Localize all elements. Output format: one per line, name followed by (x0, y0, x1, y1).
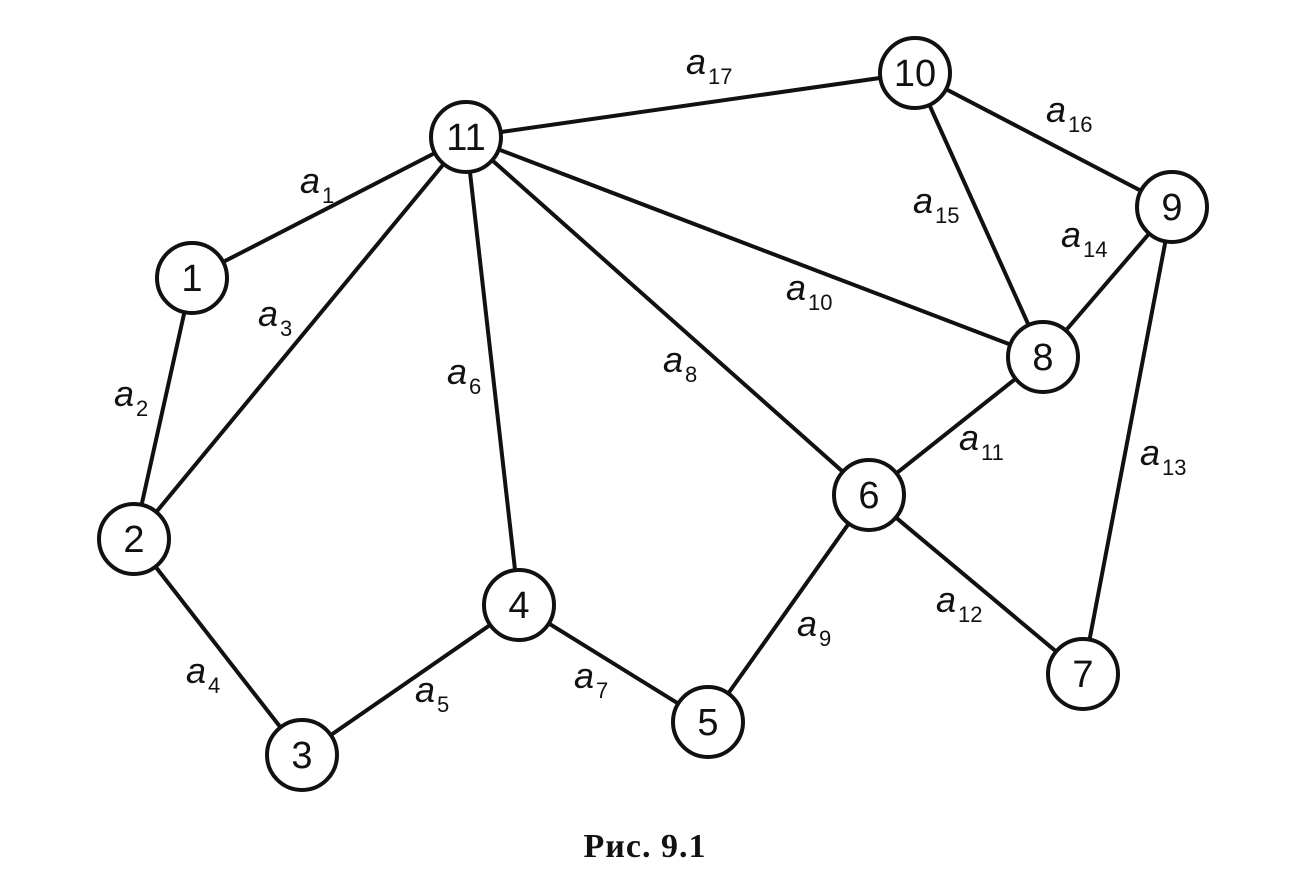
node-circle-6 (832, 458, 906, 532)
edge-label-a7: a7 (574, 655, 608, 703)
node-circle-2 (97, 502, 171, 576)
edge-label-a12: a12 (936, 579, 983, 627)
edge-2-3 (132, 537, 304, 757)
node-11: 11 (429, 100, 503, 174)
edge-label-a9: a9 (797, 603, 831, 651)
node-4: 4 (482, 568, 556, 642)
edges-layer (132, 71, 1174, 757)
node-label-9: 9 (1161, 187, 1182, 229)
node-label-3: 3 (291, 735, 312, 777)
edge-11-10 (464, 71, 917, 139)
node-3: 3 (265, 718, 339, 792)
edge-label-a1: a1 (300, 160, 334, 208)
edge-label-a13: a13 (1140, 432, 1187, 480)
edge-5-6 (706, 493, 871, 724)
edge-10-9 (913, 71, 1174, 209)
edge-label-a2: a2 (114, 373, 148, 421)
node-label-4: 4 (508, 585, 529, 627)
node-9: 9 (1135, 170, 1209, 244)
edge-label-a11: a11 (959, 417, 1004, 465)
node-6: 6 (832, 458, 906, 532)
node-label-10: 10 (894, 53, 936, 95)
node-8: 8 (1006, 320, 1080, 394)
node-label-11: 11 (446, 117, 485, 159)
edge-label-a5: a5 (415, 669, 449, 717)
node-label-1: 1 (181, 258, 202, 300)
node-2: 2 (97, 502, 171, 576)
edge-6-8 (867, 355, 1045, 497)
node-circle-10 (878, 36, 952, 110)
node-label-5: 5 (697, 702, 718, 744)
edge-label-a16: a16 (1046, 89, 1093, 137)
edge-label-a10: a10 (786, 267, 833, 315)
node-circle-7 (1046, 637, 1120, 711)
edge-11-1 (190, 135, 468, 280)
edge-label-a4: a4 (186, 650, 220, 698)
node-5: 5 (671, 685, 745, 759)
node-label-2: 2 (123, 519, 144, 561)
node-10: 10 (878, 36, 952, 110)
node-circle-1 (155, 241, 229, 315)
edge-11-4 (464, 135, 521, 607)
edge-9-7 (1081, 205, 1174, 676)
nodes-layer: 1 2 3 4 5 6 7 8 9 10 11 (97, 36, 1209, 792)
edge-11-6 (464, 135, 871, 497)
edge-label-a17: a17 (686, 41, 733, 89)
edge-1-2 (132, 276, 194, 541)
node-circle-3 (265, 718, 339, 792)
node-circle-4 (482, 568, 556, 642)
node-circle-9 (1135, 170, 1209, 244)
node-label-7: 7 (1072, 654, 1093, 696)
edge-label-a14: a14 (1061, 214, 1108, 262)
edge-6-7 (867, 493, 1085, 676)
edge-label-a15: a15 (913, 180, 960, 228)
node-circle-8 (1006, 320, 1080, 394)
node-7: 7 (1046, 637, 1120, 711)
node-circle-5 (671, 685, 745, 759)
edge-label-a6: a6 (447, 351, 481, 399)
edge-label-a3: a3 (258, 293, 292, 341)
edge-10-8 (913, 71, 1045, 359)
edge-labels-layer: a1 a2 a3 a4 a5 a6 a7 a8 a9 a10 a11 a12 a13 a14 a15 a16 a… (114, 41, 1187, 717)
edge-11-8 (464, 135, 1045, 359)
node-circle-11 (429, 100, 503, 174)
edge-11-2 (132, 135, 468, 541)
edge-4-5 (517, 603, 710, 724)
edge-3-4 (300, 603, 521, 757)
node-1: 1 (155, 241, 229, 315)
node-label-8: 8 (1032, 337, 1053, 379)
figure-caption: Рис. 9.1 (583, 828, 707, 865)
edge-label-a8: a8 (663, 339, 697, 387)
node-label-6: 6 (858, 475, 879, 517)
